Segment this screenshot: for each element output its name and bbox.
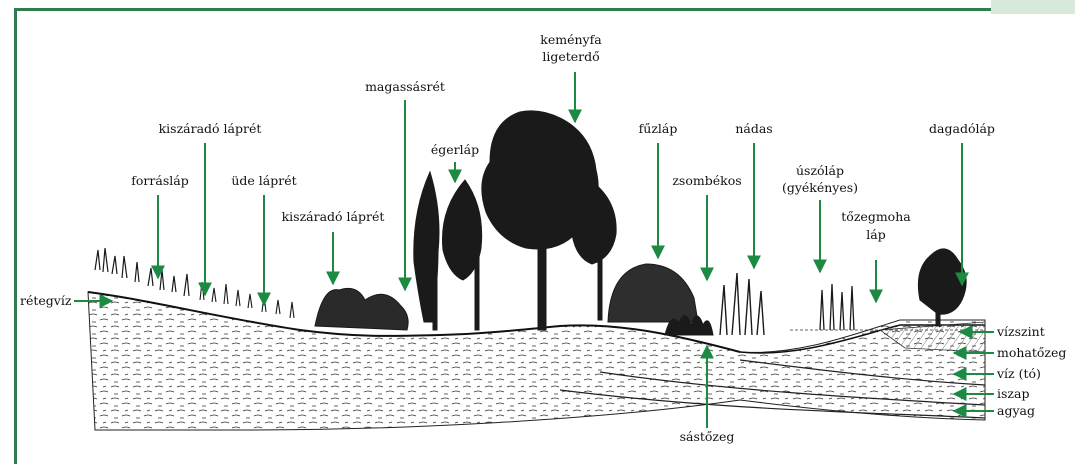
- label-ude-lapret: üde láprét: [231, 173, 296, 188]
- vegetation-illustration: [95, 111, 966, 335]
- label-vizszint: vízszint: [996, 324, 1045, 339]
- label-sastozeg: sástőzeg: [680, 429, 735, 444]
- label-tozegmoha-2: láp: [866, 227, 885, 242]
- label-tozegmoha-1: tőzegmoha: [841, 209, 911, 224]
- label-uszolap-1: úszóláp: [796, 163, 844, 178]
- label-zsombekos: zsombékos: [672, 173, 741, 188]
- label-uszolap-2: (gyékényes): [782, 180, 858, 195]
- label-egerlap: égerláp: [431, 142, 479, 157]
- label-iszap: iszap: [997, 386, 1029, 401]
- label-mohatozeg: mohatőzeg: [997, 345, 1066, 360]
- label-kiszarado-lapret-top: kiszáradó láprét: [159, 121, 262, 136]
- label-nadas: nádas: [735, 121, 772, 136]
- label-kiszarado-lapret-mid: kiszáradó láprét: [282, 209, 385, 224]
- label-kemenyfa-2: ligeterdő: [542, 49, 599, 64]
- label-magassasret: magassásrét: [365, 79, 445, 94]
- label-kemenyfa-1: keményfa: [540, 32, 602, 47]
- label-retegviz: rétegvíz: [20, 293, 72, 308]
- label-viz-to: víz (tó): [996, 366, 1041, 381]
- label-fuzlap: fűzláp: [639, 121, 678, 136]
- label-dagadolap: dagadóláp: [929, 121, 995, 136]
- label-forraslap: forrásláp: [131, 173, 188, 188]
- label-agyag: agyag: [997, 403, 1035, 418]
